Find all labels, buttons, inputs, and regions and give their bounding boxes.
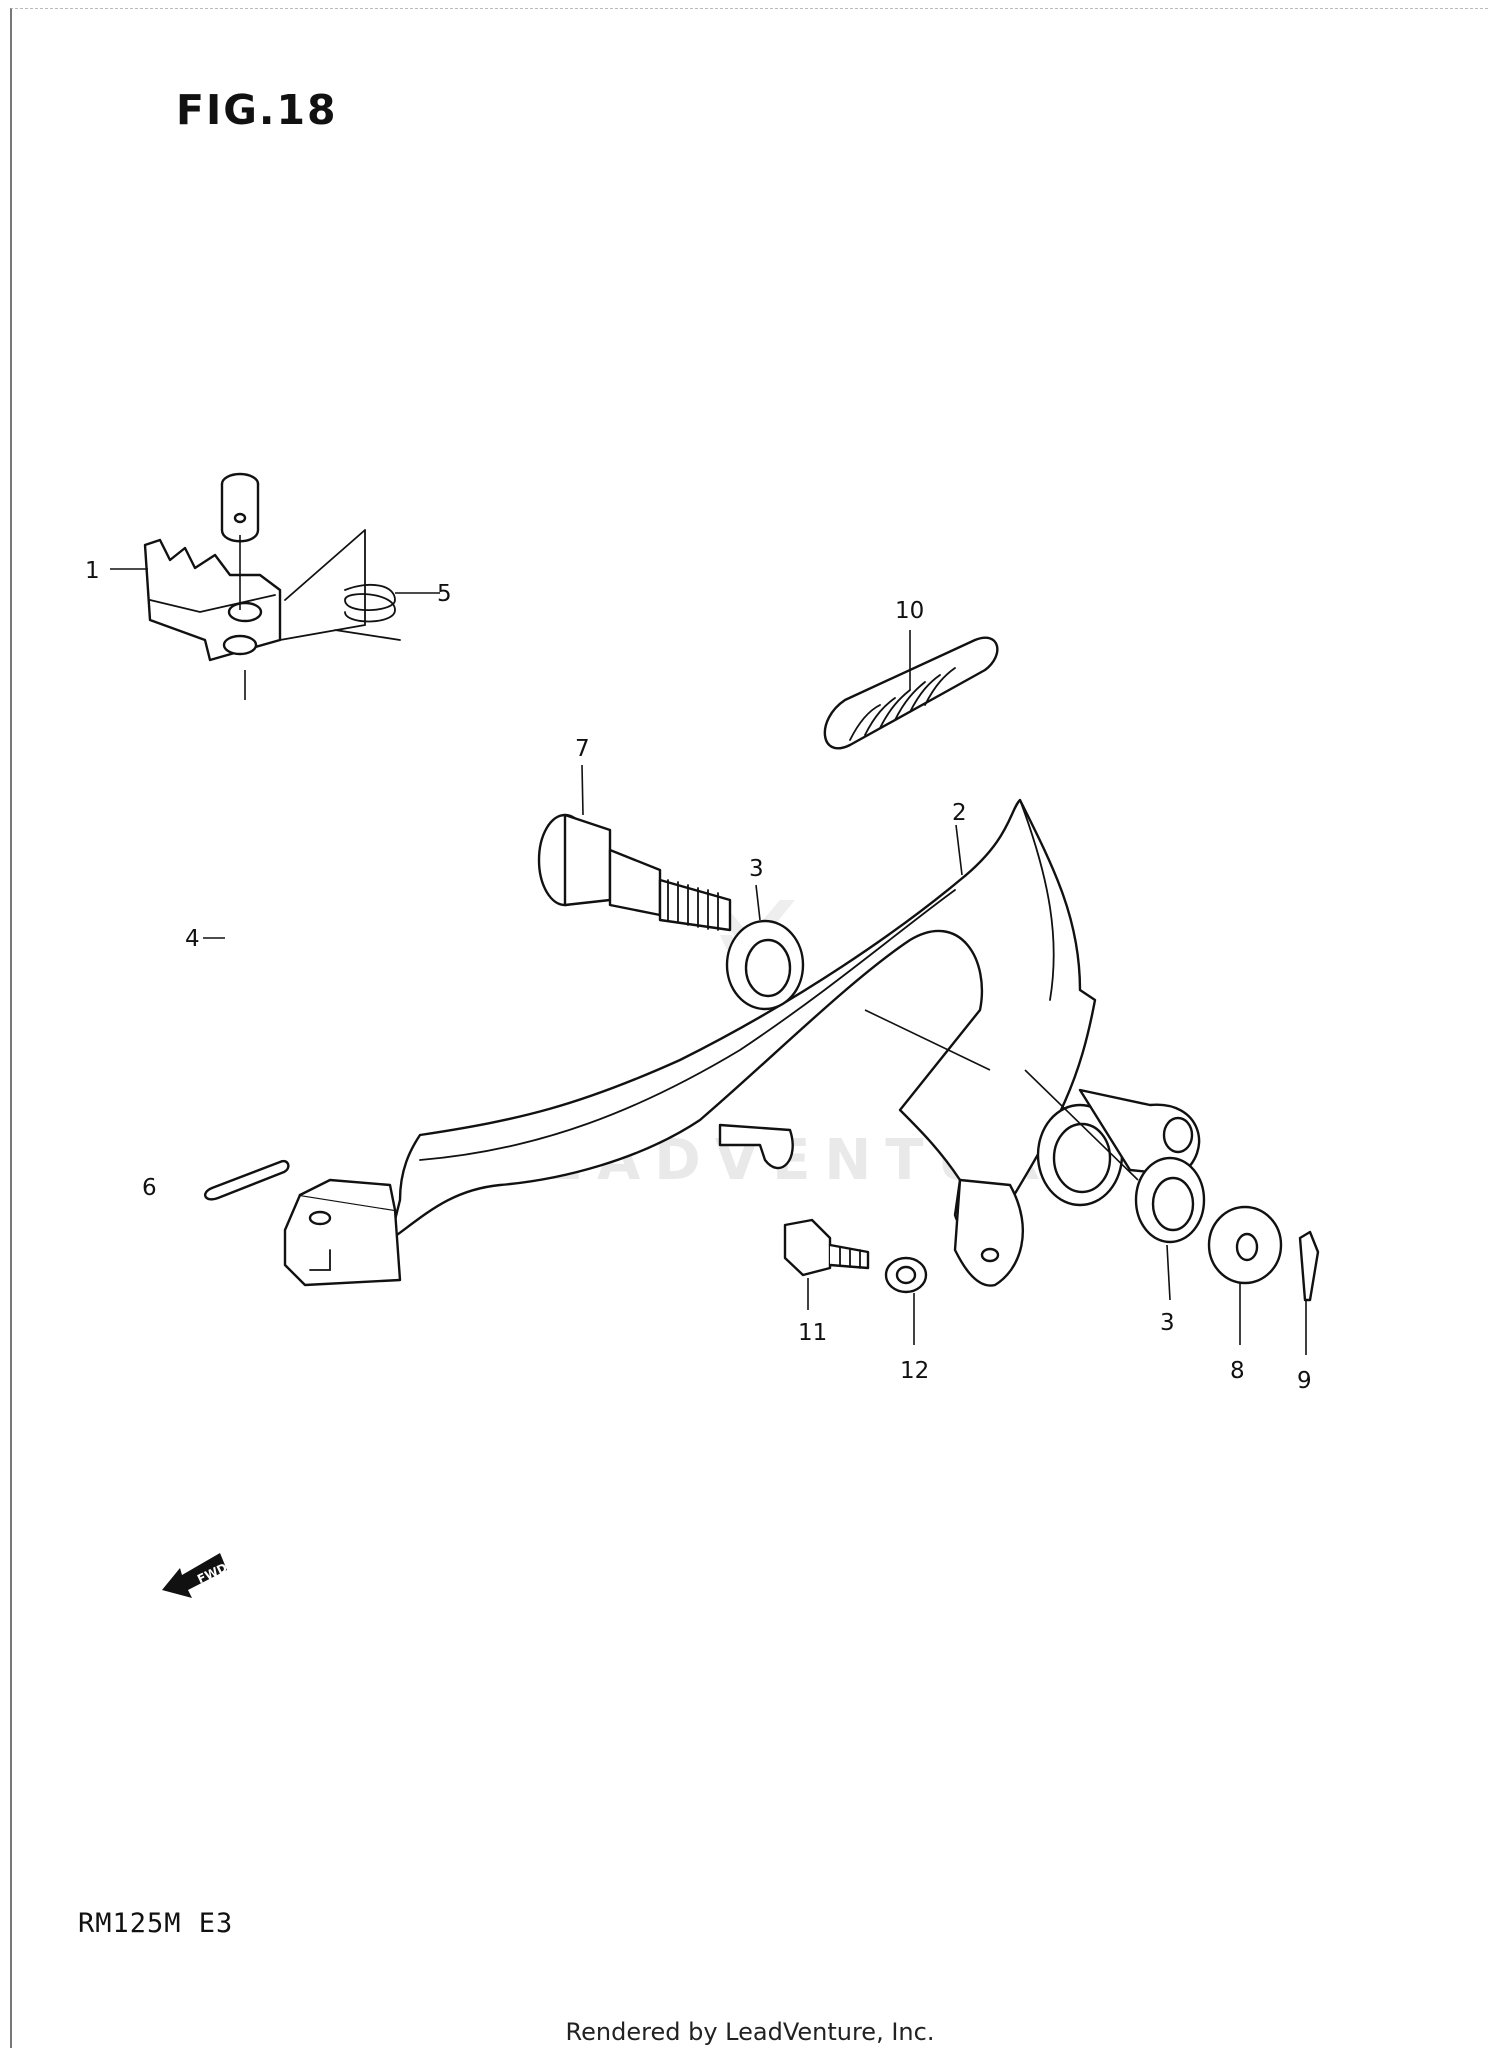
- cotter-pin-left[interactable]: [204, 1159, 290, 1201]
- callout-1: 1: [85, 558, 100, 584]
- callout-8: 8: [1230, 1358, 1245, 1384]
- callout-11: 11: [798, 1320, 827, 1346]
- adjuster-bolt[interactable]: [783, 1218, 870, 1277]
- callout-12: 12: [900, 1358, 929, 1384]
- footrest-bracket[interactable]: [143, 538, 282, 662]
- render-credit: Rendered by LeadVenture, Inc.: [565, 2018, 935, 2046]
- callout-10: 10: [895, 598, 924, 624]
- brake-pedal-arm[interactable]: [283, 798, 1201, 1287]
- clevis-pin[interactable]: [220, 472, 260, 543]
- leader-lines: [110, 535, 1307, 1355]
- callout-7: 7: [575, 736, 590, 762]
- callout-3a: 3: [749, 856, 764, 882]
- figure-title: FIG.18: [176, 86, 338, 134]
- washer[interactable]: [1207, 1205, 1283, 1285]
- footrest-spring[interactable]: [279, 529, 401, 641]
- callout-5: 5: [437, 581, 452, 607]
- return-spring[interactable]: [823, 636, 999, 750]
- callout-6: 6: [142, 1175, 157, 1201]
- adjuster-nut[interactable]: [884, 1256, 928, 1294]
- callout-4: 4: [185, 926, 200, 952]
- callout-9: 9: [1297, 1368, 1312, 1394]
- callout-2: 2: [952, 800, 967, 826]
- callout-3b: 3: [1160, 1310, 1175, 1336]
- forward-arrow-icon: FWD: [162, 1553, 229, 1598]
- pivot-bolt[interactable]: [537, 813, 732, 932]
- page-border: [10, 8, 1488, 2048]
- bushing-upper[interactable]: [725, 919, 805, 1011]
- model-code: RM125M E3: [78, 1908, 234, 1939]
- bushing-lower[interactable]: [1134, 1156, 1206, 1244]
- cotter-pin-right[interactable]: [1298, 1230, 1320, 1302]
